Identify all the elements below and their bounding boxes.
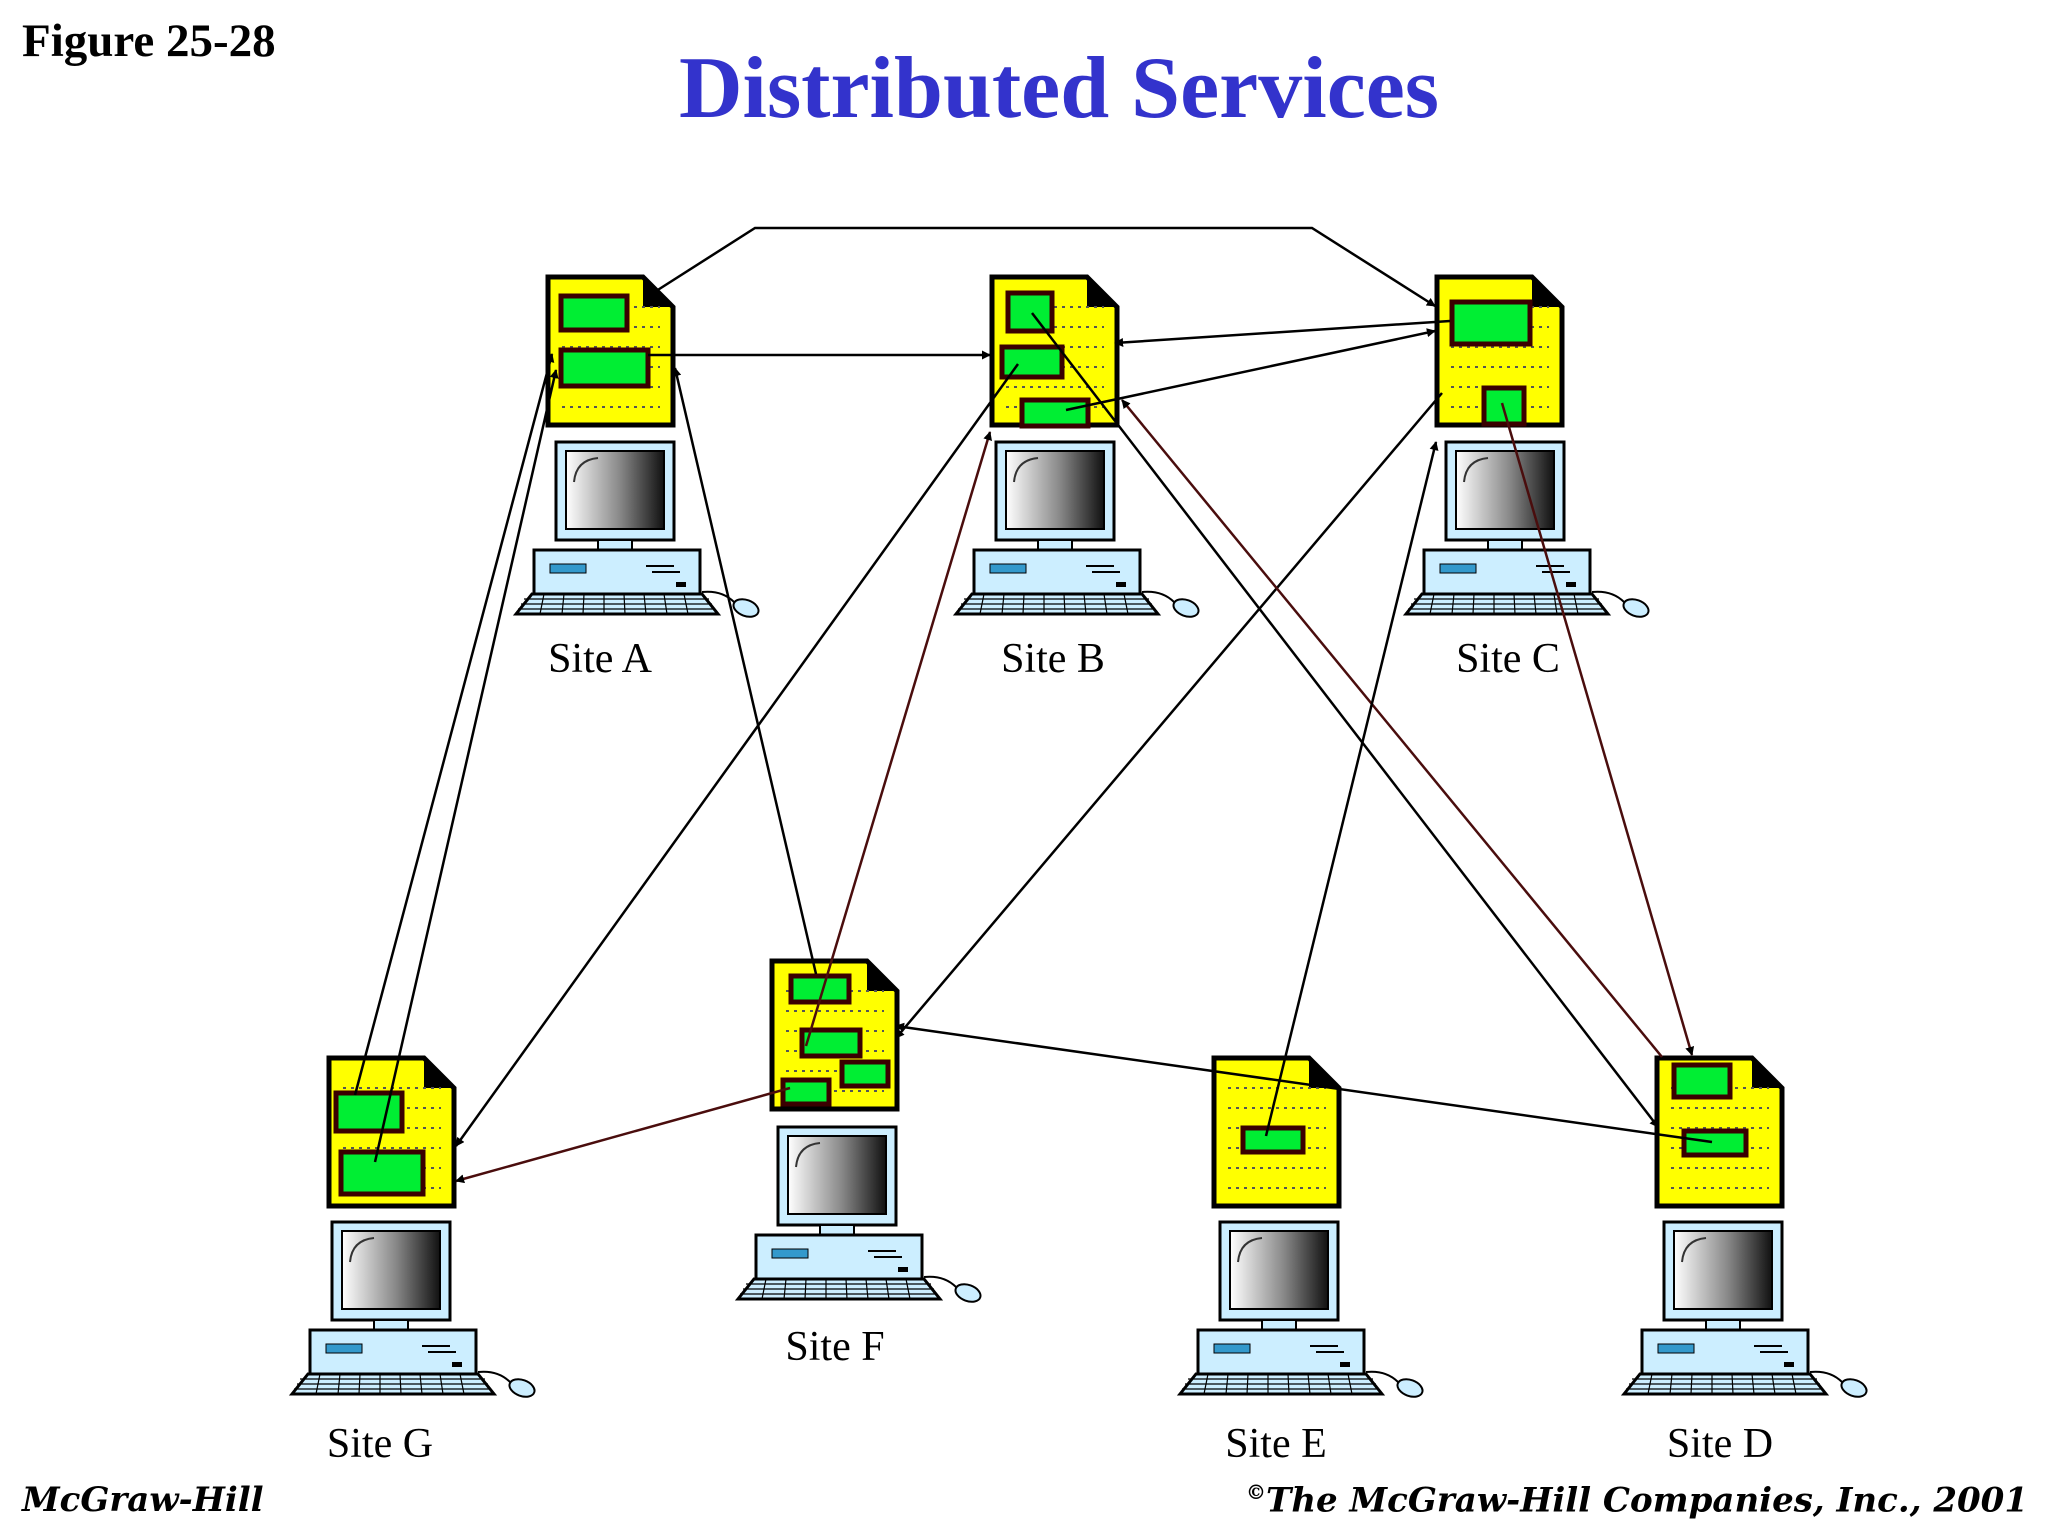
computer-icon <box>1622 1220 1871 1402</box>
copyright-text: The McGraw-Hill Companies, Inc., 2001 <box>1266 1480 2028 1521</box>
connection-arrow <box>672 367 818 975</box>
computer-icon <box>1404 440 1653 622</box>
connection-arrow <box>1121 399 1663 1058</box>
connection-arrow <box>804 431 992 1047</box>
site-c-label: Site C <box>1456 636 1560 682</box>
computer-icon <box>514 440 763 622</box>
site-f-label: Site F <box>785 1324 884 1370</box>
connection-arrow <box>1264 441 1439 1137</box>
figure-label: Figure 25-28 <box>22 15 276 67</box>
connection-arrow <box>895 392 1443 1039</box>
page-title: Distributed Services <box>678 40 1440 137</box>
connection-arrow <box>1114 319 1451 347</box>
connection-arrow <box>652 226 1436 308</box>
computer-icon <box>290 1220 539 1402</box>
connection-arrow <box>373 369 559 1163</box>
connection-arrow <box>1065 328 1436 412</box>
document-icon <box>1214 1058 1339 1206</box>
document-icon <box>548 277 673 425</box>
connection-arrow <box>353 353 555 1096</box>
computer-icon <box>736 1125 985 1307</box>
publisher-logo: McGraw-Hill <box>22 1480 264 1520</box>
document-icon <box>1657 1058 1782 1206</box>
site-b-label: Site B <box>1001 636 1105 682</box>
connection-arrow <box>895 1022 1713 1144</box>
document-icon <box>329 1058 454 1206</box>
computer-icon <box>954 440 1203 622</box>
site-g-label: Site G <box>327 1421 433 1467</box>
copyright-symbol: © <box>1246 1480 1267 1504</box>
document-icon <box>772 961 897 1109</box>
document-icon <box>1437 277 1562 425</box>
site-d-label: Site D <box>1667 1421 1773 1467</box>
connection-arrow <box>454 363 1020 1147</box>
connection-arrow <box>1500 402 1695 1056</box>
connection-arrow <box>1031 312 1659 1128</box>
computer-icon <box>1178 1220 1427 1402</box>
copyright-notice: ©The McGraw-Hill Companies, Inc., 2001 <box>1246 1480 2028 1520</box>
site-a-label: Site A <box>548 636 653 682</box>
site-e-label: Site E <box>1225 1421 1327 1467</box>
connection-arrow <box>455 1086 791 1184</box>
